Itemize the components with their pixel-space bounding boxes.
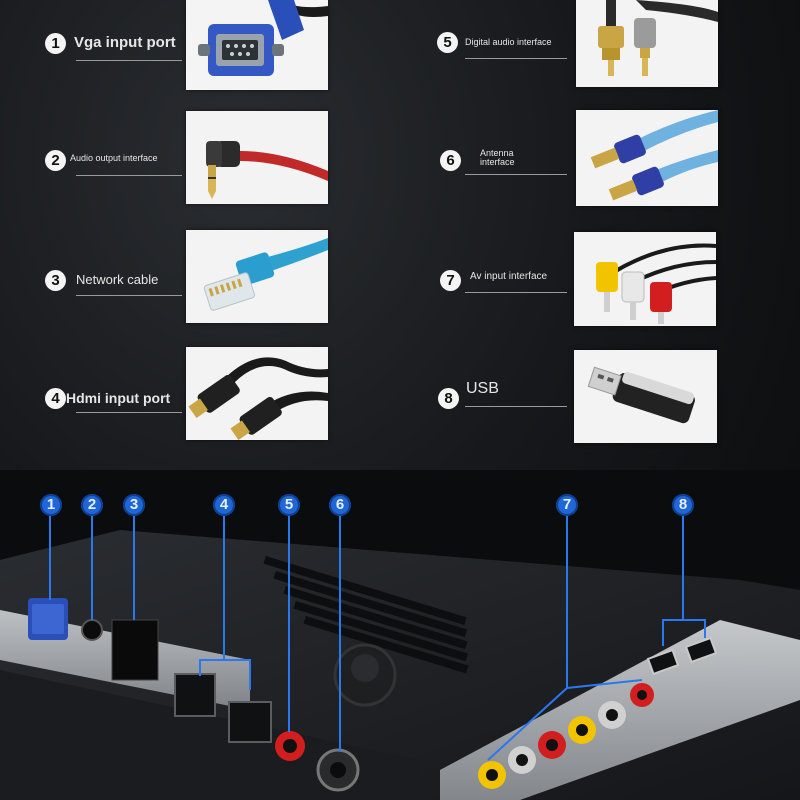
number-badge: 3 (45, 270, 66, 291)
digital-audio-cable-image (576, 0, 718, 87)
panel-badge-2: 2 (81, 494, 103, 516)
item-label: Network cable (76, 272, 159, 287)
item-label: Digital audio interface (465, 37, 552, 47)
panel-badge-6: 6 (329, 494, 351, 516)
panel-badge-7: 7 (556, 494, 578, 516)
label-underline (465, 292, 567, 293)
number-badge: 4 (45, 388, 66, 409)
label-underline (465, 58, 567, 59)
item-label-line1: Antenna (480, 148, 514, 158)
item-label: Audio output interface (70, 153, 158, 163)
label-underline (76, 60, 182, 61)
panel-badge-3: 3 (123, 494, 145, 516)
item-label: USB (466, 380, 499, 397)
audio-jack-image (186, 111, 328, 204)
tv-rear-panel: 1 2 3 4 5 6 7 8 (0, 470, 800, 800)
usb-drive-image (574, 350, 717, 443)
label-underline (465, 174, 567, 175)
panel-badge-5: 5 (278, 494, 300, 516)
number-badge: 7 (440, 270, 461, 291)
item-label: Vga input port (74, 34, 176, 51)
label-underline (465, 406, 567, 407)
number-badge: 6 (440, 150, 461, 171)
number-badge: 5 (437, 32, 458, 53)
antenna-cable-image (576, 110, 718, 206)
av-cable-image (574, 232, 716, 326)
number-badge: 8 (438, 388, 459, 409)
item-label: Hdmi input port (66, 390, 171, 406)
number-badge: 1 (45, 33, 66, 54)
panel-badge-1: 1 (40, 494, 62, 516)
label-underline (76, 175, 182, 176)
vga-cable-image (186, 0, 328, 90)
label-underline (76, 412, 182, 413)
hdmi-cable-image (186, 347, 328, 440)
panel-badge-4: 4 (213, 494, 235, 516)
item-label-line2: interface (480, 157, 515, 167)
label-underline (76, 295, 182, 296)
panel-badge-8: 8 (672, 494, 694, 516)
ethernet-cable-image (186, 230, 328, 323)
number-badge: 2 (45, 150, 66, 171)
item-label: Av input interface (470, 271, 548, 282)
